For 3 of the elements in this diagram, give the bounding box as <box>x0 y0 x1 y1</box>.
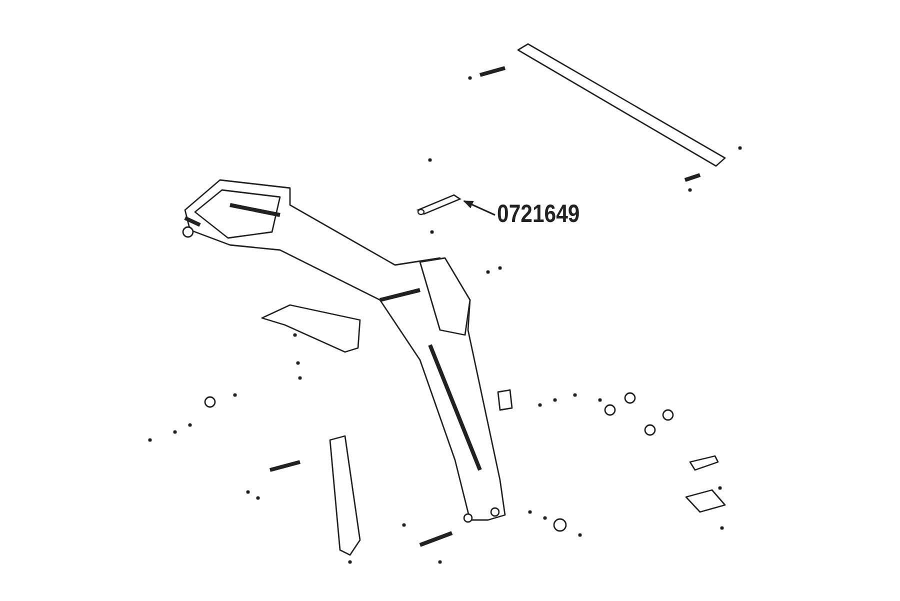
leader-arrow <box>463 200 496 216</box>
part-number: 0721649 <box>497 200 580 228</box>
pin-drawing <box>416 192 462 216</box>
